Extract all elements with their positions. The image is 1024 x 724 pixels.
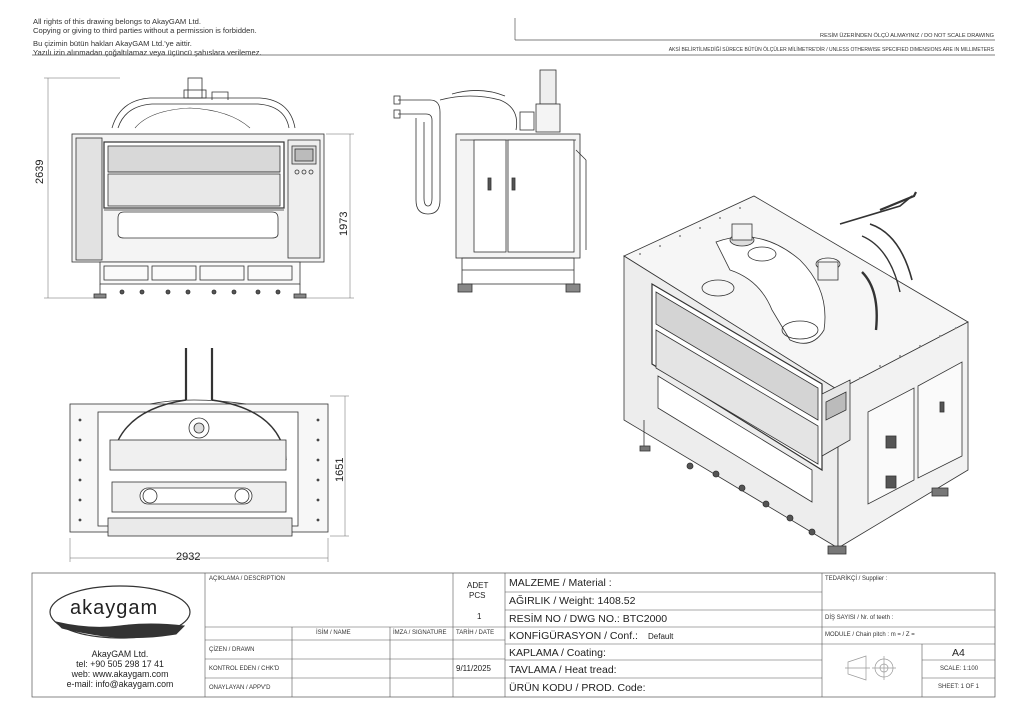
notice-tr-2: Yazılı izin alınmadan çoğaltılamaz veya … bbox=[33, 48, 262, 57]
company-web: web: www.akaygam.com bbox=[71, 669, 169, 679]
conf-label: KONFİGÜRASYON / Conf.: bbox=[509, 630, 638, 642]
notice-tr-1: Bu çizimin bütün hakları AkayGAM Ltd.'ye… bbox=[33, 39, 192, 48]
qty-label-1: ADET bbox=[467, 581, 489, 590]
scale-note: RESİM ÜZERİNDEN ÖLÇÜ ALMAYINIZ / DO NOT … bbox=[820, 33, 994, 39]
title-block-grid bbox=[204, 573, 995, 697]
module-field: MODULE / Chain pitch : m = / Z = bbox=[825, 632, 915, 638]
sheet-field: SHEET: 1 OF 1 bbox=[938, 684, 980, 690]
row-drawn: ÇİZEN / DRAWN bbox=[209, 647, 255, 653]
dwg-no-field: RESİM NO / DWG NO.: BTC2000 bbox=[509, 613, 668, 625]
conf-value: Default bbox=[648, 632, 674, 641]
dim-height-total: 2639 bbox=[34, 159, 46, 184]
company-logo bbox=[49, 585, 191, 639]
notice-en-2: Copying or giving to third parties witho… bbox=[33, 26, 257, 35]
material-field: MALZEME / Material : bbox=[509, 577, 612, 589]
col-date: TARİH / DATE bbox=[456, 630, 495, 636]
projection-symbol-icon bbox=[845, 655, 896, 681]
top-view bbox=[69, 348, 329, 537]
dim-depth: 1651 bbox=[334, 457, 346, 482]
units-note: AKSİ BELİRTİLMEDİĞİ SÜRECE BÜTÜN ÖLÇÜLER… bbox=[668, 47, 994, 53]
dim-width: 2932 bbox=[176, 551, 201, 563]
row-checked: KONTROL EDEN / CHK'D bbox=[209, 666, 280, 672]
dim-height-body: 1973 bbox=[338, 211, 350, 236]
company-name: AkayGAM Ltd. bbox=[91, 649, 149, 659]
company-email: e-mail: info@akaygam.com bbox=[66, 679, 174, 689]
logo-text: akaygam bbox=[70, 597, 159, 619]
side-view bbox=[393, 69, 587, 293]
coating-field: KAPLAMA / Coating: bbox=[509, 647, 606, 659]
weight-field: AĞIRLIK / Weight: 1408.52 bbox=[509, 595, 636, 607]
teeth-field: DİŞ SAYISI / Nr. of teeth : bbox=[825, 615, 894, 621]
notice-en-1: All rights of this drawing belongs to Ak… bbox=[33, 17, 201, 26]
scale-field: SCALE: 1:100 bbox=[940, 666, 979, 672]
qty-label-2: PCS bbox=[469, 591, 486, 600]
description-label: AÇIKLAMA / DESCRIPTION bbox=[209, 576, 286, 582]
col-name: İSİM / NAME bbox=[316, 630, 351, 636]
prod-code-field: ÜRÜN KODU / PROD. Code: bbox=[509, 682, 646, 694]
supplier-field: TEDARİKÇİ / Supplier : bbox=[825, 576, 888, 582]
front-view bbox=[71, 77, 325, 299]
col-signature: İMZA / SIGNATURE bbox=[393, 630, 447, 636]
row-approved: ONAYLAYAN / APPV'D bbox=[209, 685, 271, 691]
qty-value: 1 bbox=[477, 612, 482, 621]
checked-date: 9/11/2025 bbox=[456, 664, 491, 673]
company-tel: tel: +90 505 298 17 41 bbox=[76, 659, 164, 669]
paper-size: A4 bbox=[952, 647, 965, 659]
isometric-view bbox=[623, 191, 969, 555]
heat-tread-field: TAVLAMA / Heat tread: bbox=[509, 664, 617, 676]
